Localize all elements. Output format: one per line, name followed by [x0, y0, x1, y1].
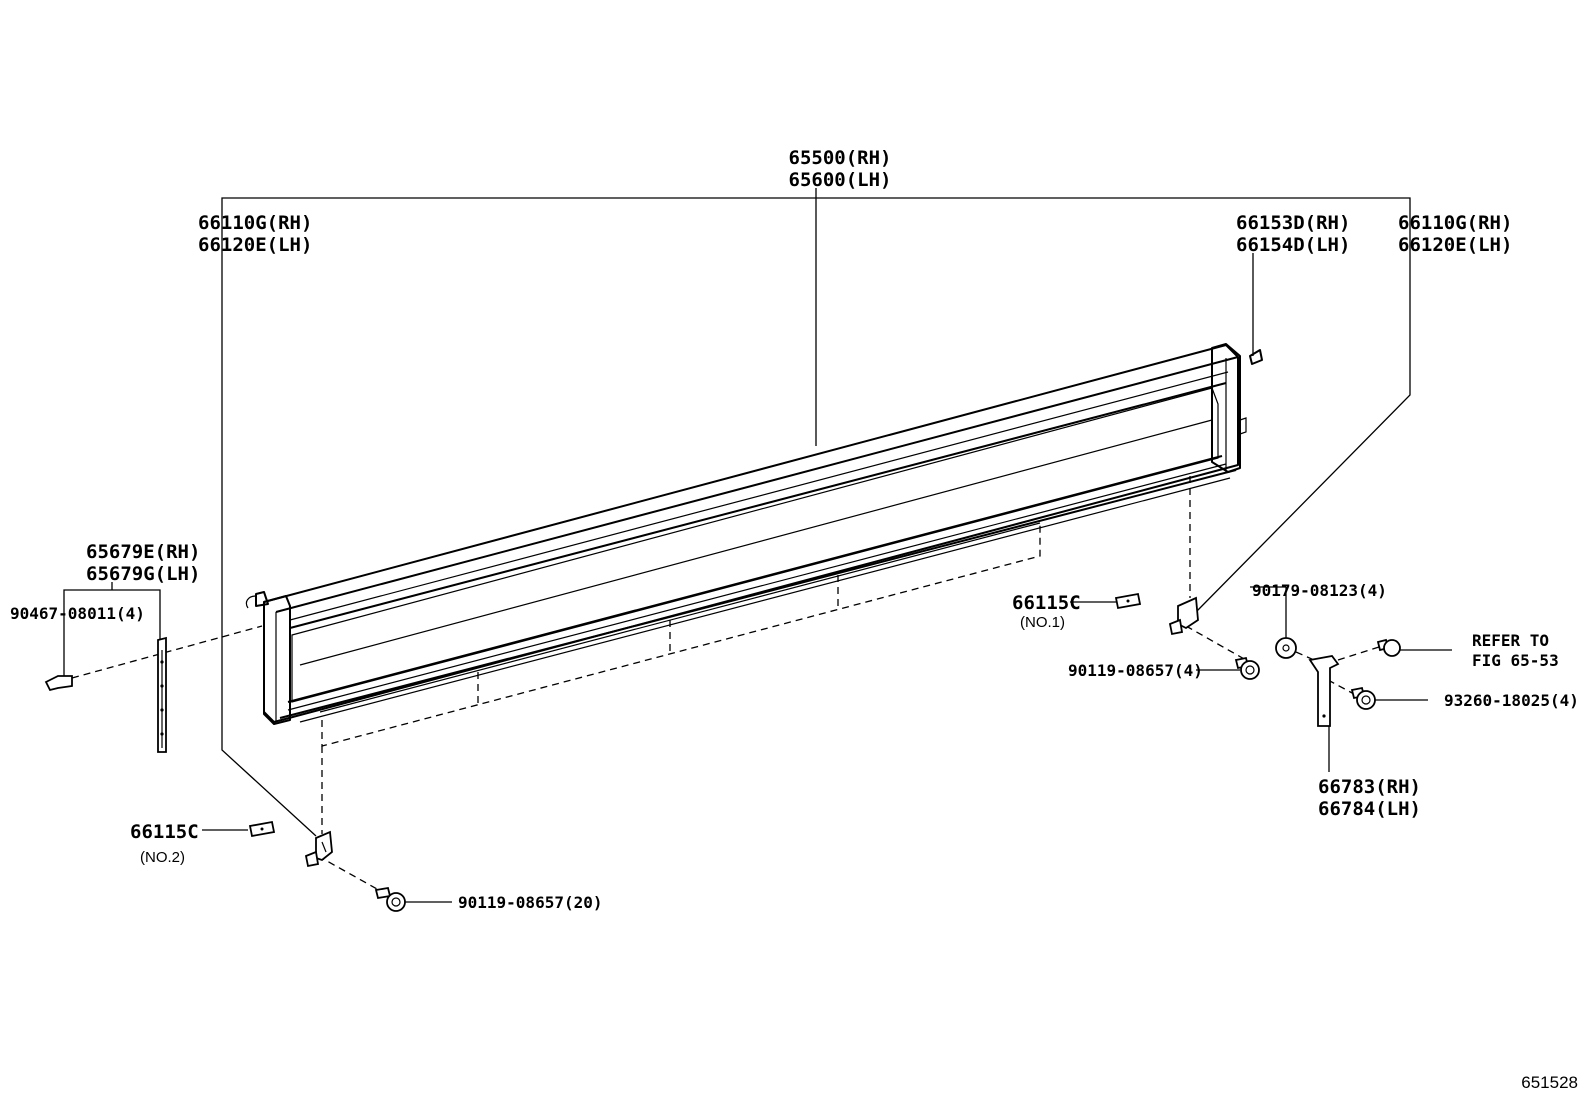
label-66110g-right: 66110G(RH)	[1398, 212, 1512, 234]
label-66115c-no1: 66115C	[1012, 592, 1081, 614]
part-labels: 65500(RH) 65600(LH) 66110G(RH) 66120E(LH…	[10, 147, 1579, 1092]
label-66120e-right: 66120E(LH)	[1398, 234, 1512, 256]
label-66154d: 66154D(LH)	[1236, 234, 1350, 256]
label-66153d: 66153D(RH)	[1236, 212, 1350, 234]
label-90119-left: 90119-08657(20)	[458, 893, 603, 912]
bolt-refer	[1376, 638, 1401, 657]
dashed-assembly-lines	[71, 476, 1383, 895]
label-66784: 66784(LH)	[1318, 798, 1421, 820]
label-65679g: 65679G(LH)	[86, 563, 200, 585]
stay-66783	[1308, 655, 1340, 727]
label-65500: 65500(RH)	[789, 147, 892, 169]
label-90119-right: 90119-08657(4)	[1068, 661, 1203, 680]
bolt-93260	[1350, 686, 1376, 710]
label-66110g-left: 66110G(RH)	[198, 212, 312, 234]
label-66115c-no2: 66115C	[130, 821, 199, 843]
label-66115c-no2-sub: (NO.2)	[140, 849, 185, 866]
leader-lines	[63, 188, 1452, 903]
label-90467: 90467-08011(4)	[10, 604, 145, 623]
bolt-right	[1234, 656, 1260, 680]
label-93260: 93260-18025(4)	[1444, 691, 1579, 710]
label-90179: 90179-08123(4)	[1252, 581, 1387, 600]
label-refer-to: REFER TO	[1472, 631, 1549, 650]
plate-no1	[1114, 592, 1142, 610]
side-panel	[245, 343, 1263, 725]
hinge-right	[1168, 596, 1199, 636]
label-66783: 66783(RH)	[1318, 776, 1421, 798]
washer-90179	[1275, 637, 1297, 659]
hinge-left	[304, 830, 333, 868]
label-refer-fig: FIG 65-53	[1472, 651, 1559, 670]
clip-90467	[44, 675, 73, 692]
label-65679e: 65679E(RH)	[86, 541, 200, 563]
bolt-left	[374, 886, 406, 912]
label-65600: 65600(LH)	[789, 169, 892, 191]
figure-number: 651528	[1521, 1073, 1578, 1092]
strip-65679	[157, 636, 167, 753]
label-66120e-left: 66120E(LH)	[198, 234, 312, 256]
label-66115c-no1-sub: (NO.1)	[1020, 614, 1065, 631]
plate-no2	[248, 820, 276, 838]
